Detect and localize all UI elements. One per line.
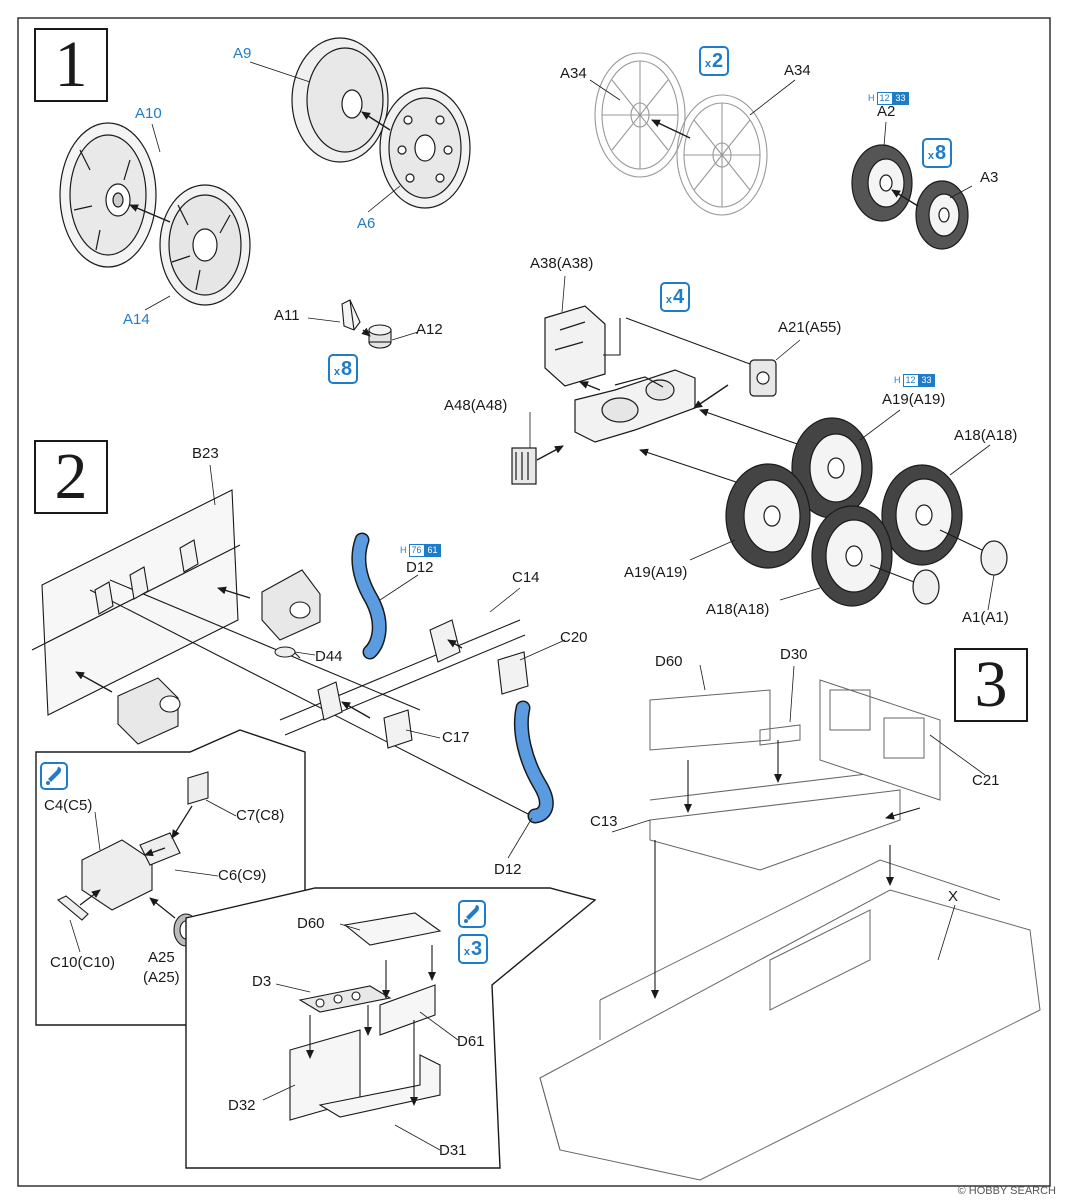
label-a38: A38(A38) xyxy=(530,255,594,272)
label-c20: C20 xyxy=(560,629,588,646)
sprocket-a10 xyxy=(59,122,157,268)
label-c6: C6(C9) xyxy=(218,867,267,884)
label-c4: C4(C5) xyxy=(44,797,93,814)
label-a18-bottom: A18(A18) xyxy=(706,601,770,618)
quantity-value: 8 xyxy=(341,357,353,380)
part-d44 xyxy=(274,646,296,658)
label-b23: B23 xyxy=(192,445,219,462)
label-a18-top: A18(A18) xyxy=(954,427,1018,444)
label-c17: C17 xyxy=(442,729,470,746)
quantity-value: 2 xyxy=(712,49,724,72)
label-a19-top: A19(A19) xyxy=(882,391,946,408)
paint-color-2: 61 xyxy=(424,544,441,557)
paint-h: H xyxy=(868,93,875,103)
paint-h: H xyxy=(894,375,901,385)
paint-h: H xyxy=(400,545,407,555)
label-c13: C13 xyxy=(590,813,618,830)
label-a1: A1(A1) xyxy=(962,609,1009,626)
label-d61: D61 xyxy=(457,1033,485,1050)
roadwheel-a18-bottom xyxy=(811,505,893,607)
label-d32: D32 xyxy=(228,1097,256,1114)
label-x: X xyxy=(948,888,959,905)
bumper-a12 xyxy=(368,324,392,349)
sprocket-a9 xyxy=(291,37,389,163)
paint-color-1: 76 xyxy=(408,544,425,557)
bracket-a11 xyxy=(341,299,361,331)
label-d60-hull: D60 xyxy=(655,653,683,670)
label-d60-box: D60 xyxy=(297,915,325,932)
label-d3: D3 xyxy=(252,973,272,990)
label-a12: A12 xyxy=(416,321,443,338)
hubcap-a1 xyxy=(912,540,1008,605)
label-a14: A14 xyxy=(123,311,150,328)
label-c21: C21 xyxy=(972,772,1000,789)
bracket-parts xyxy=(94,539,529,749)
label-c7: C7(C8) xyxy=(236,807,285,824)
glue-icon xyxy=(458,900,486,928)
label-a6: A6 xyxy=(357,215,376,232)
label-a19-bottom: A19(A19) xyxy=(624,564,688,581)
paint-color-2: 33 xyxy=(918,374,935,387)
step-1-number: 1 xyxy=(54,28,88,101)
gearbox-lower xyxy=(117,677,181,745)
label-d31: D31 xyxy=(439,1142,467,1159)
step-2-box: 2 xyxy=(34,440,108,514)
roadwheel-a19-bottom xyxy=(725,463,811,569)
roadwheel-a2 xyxy=(851,144,913,222)
paint-color-1: 12 xyxy=(902,374,919,387)
spoked-wheel-a34-right xyxy=(676,94,768,216)
page-border xyxy=(17,17,1051,1187)
label-a48: A48(A48) xyxy=(444,397,508,414)
label-c10: C10(C10) xyxy=(50,954,116,971)
label-d12-bottom: D12 xyxy=(494,861,522,878)
bogie-assembly xyxy=(511,305,777,485)
roadwheel-a3 xyxy=(915,180,969,250)
label-a34-left: A34 xyxy=(560,65,587,82)
label-a34-right: A34 xyxy=(784,62,811,79)
roadwheel-a18-top xyxy=(881,464,963,566)
glue-icon xyxy=(40,762,68,790)
quantity-value: 8 xyxy=(935,141,947,164)
label-d44: D44 xyxy=(315,648,343,665)
step-1-box: 1 xyxy=(34,28,108,102)
label-a2: A2 xyxy=(877,103,896,120)
step-3-box: 3 xyxy=(954,648,1028,722)
sprocket-a6 xyxy=(379,87,471,209)
paint-color-2: 33 xyxy=(892,92,909,105)
paint-color-1: 12 xyxy=(876,92,893,105)
step-2-number: 2 xyxy=(54,440,88,513)
label-a25-alt: (A25) xyxy=(143,969,180,986)
quantity-value: 3 xyxy=(471,937,483,960)
label-a9: A9 xyxy=(233,45,252,62)
sprocket-a14 xyxy=(159,184,251,306)
hull-body xyxy=(539,679,1041,1181)
label-a3: A3 xyxy=(980,169,999,186)
label-a11: A11 xyxy=(274,307,300,324)
label-d30: D30 xyxy=(780,646,808,663)
spoked-wheel-a34-left xyxy=(594,52,686,178)
leader-lines xyxy=(69,61,995,1151)
label-a10: A10 xyxy=(135,105,162,122)
watermark: © HOBBY SEARCH xyxy=(957,1185,1056,1197)
label-a21: A21(A55) xyxy=(778,319,842,336)
gearbox-upper xyxy=(261,569,321,641)
quantity-value: 4 xyxy=(673,285,685,308)
label-a25: A25 xyxy=(148,949,175,966)
label-c14: C14 xyxy=(512,569,540,586)
step-3-number: 3 xyxy=(974,648,1008,721)
roadwheel-a19-top xyxy=(791,417,873,519)
label-d12-top: D12 xyxy=(406,559,434,576)
panel-b23 xyxy=(41,489,239,716)
